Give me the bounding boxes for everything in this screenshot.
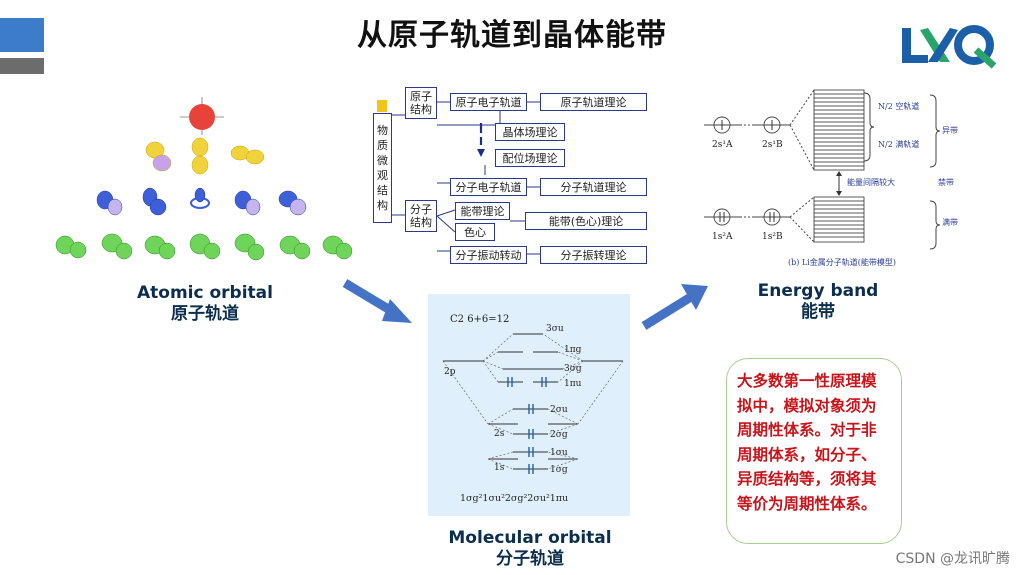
node-ligand-field: 配位场理论 [495,149,565,167]
s-orbital [180,97,224,135]
svg-text:2p: 2p [444,367,456,377]
node-atomic-orbital-theory: 原子轨道理论 [540,93,647,111]
svg-text:禁带: 禁带 [938,178,954,187]
mo-diagram-svg: C2 6+6=12 [442,314,624,504]
arrow-to-molecular [342,279,412,323]
mo-levels [443,333,623,470]
flowchart-connectors [392,101,540,255]
mo-electrons [507,377,547,474]
molecular-caption: Molecular orbital 分子轨道 [430,528,630,570]
svg-text:异带: 异带 [942,126,958,135]
mo-header: C2 6+6=12 [450,314,509,325]
energy-band-diagram: 2s¹A 2s¹B 1s²A 1s²B N/2 空轨道 N/2 满轨道 异带 能… [704,89,958,267]
mo-diagram-panel: C2 6+6=12 [428,294,630,516]
theory-flowchart: 物质微观结构 原子结构 原子电子轨道 原子轨道理论 晶体场理论 配位场理论 分子… [365,85,655,270]
f-orbitals [55,233,353,261]
node-atom-group: 原子结构 [405,87,437,119]
mo-correlation-lines [442,333,624,470]
svg-text:3σg: 3σg [564,364,582,374]
svg-text:2σu: 2σu [550,405,568,415]
svg-text:2s¹A: 2s¹A [712,140,733,150]
svg-text:N/2 满轨道: N/2 满轨道 [878,139,919,149]
node-mol-vib-theory: 分子振转理论 [540,246,647,264]
node-mol-group: 分子结构 [405,200,437,232]
mo-config: 1σg²1σu²2σg²2σu²1πu [460,493,568,504]
node-band-color-theory: 能带(色心)理论 [525,212,647,230]
band-caption-zh: 能带 [801,302,835,322]
arrow-to-band [641,284,708,330]
svg-text:能量间隔较大: 能量间隔较大 [847,177,895,187]
svg-text:1πg: 1πg [564,345,582,355]
slide-title: 从原子轨道到晶体能带 [357,18,667,53]
d-orbitals [96,187,307,216]
atomic-caption: Atomic orbital 原子轨道 [105,283,305,325]
svg-text:满带: 满带 [942,217,958,227]
svg-text:1σu: 1σu [550,448,568,458]
node-atomic-e-orbital: 原子电子轨道 [450,93,527,111]
node-band-theory: 能带理论 [455,202,510,220]
periodic-system-note: 大多数第一性原理模拟中，模拟对象须为周期性体系。对于非周期体系，如分子、异质结构… [726,358,902,544]
band-caption-en: Energy band [757,281,879,301]
node-mol-e-orbital: 分子电子轨道 [450,178,527,196]
svg-text:2σg: 2σg [550,430,568,440]
node-color-center: 色心 [455,223,495,241]
corner-accent-blue [0,18,44,52]
svg-text:1s²B: 1s²B [762,232,783,242]
svg-text:2s: 2s [494,429,505,439]
band-side-labels: N/2 空轨道 N/2 满轨道 异带 能量间隔较大 禁带 满带 (b) Li金属… [788,101,958,267]
molecular-caption-zh: 分子轨道 [496,549,564,569]
svg-text:3σu: 3σu [546,324,564,334]
svg-text:N/2 空轨道: N/2 空轨道 [878,101,919,111]
node-crystal-field: 晶体场理论 [495,123,565,141]
node-mol-orbital-theory: 分子轨道理论 [540,178,647,196]
csdn-watermark: CSDN @龙讯旷腾 [895,551,1010,567]
band-atom-labels: 2s¹A 2s¹B 1s²A 1s²B [712,140,783,242]
svg-text:1s²A: 1s²A [712,232,733,242]
atomic-orbital-illustration [55,97,353,261]
atomic-caption-en: Atomic orbital [137,283,273,303]
svg-text:2s¹B: 2s¹B [762,140,783,150]
svg-text:1s: 1s [494,463,505,473]
node-root: 物质微观结构 [373,113,392,223]
svg-text:(b) Li金属分子轨道(能带模型): (b) Li金属分子轨道(能带模型) [788,257,896,267]
svg-text:1σg: 1σg [550,465,568,475]
molecular-caption-en: Molecular orbital [448,528,612,548]
atomic-caption-zh: 原子轨道 [171,304,239,324]
node-mol-vib: 分子振动转动 [450,246,527,264]
p-orbitals [145,137,265,175]
svg-text:1πu: 1πu [564,379,582,389]
corner-accent-gray [0,58,44,74]
band-caption: Energy band 能带 [738,281,898,323]
mo-level-labels: 3σu 1πg 3σg 1πu 2σu 2σg 1σu 1σg 2p 2s 1s [444,324,582,475]
lxq-logo [902,25,997,69]
